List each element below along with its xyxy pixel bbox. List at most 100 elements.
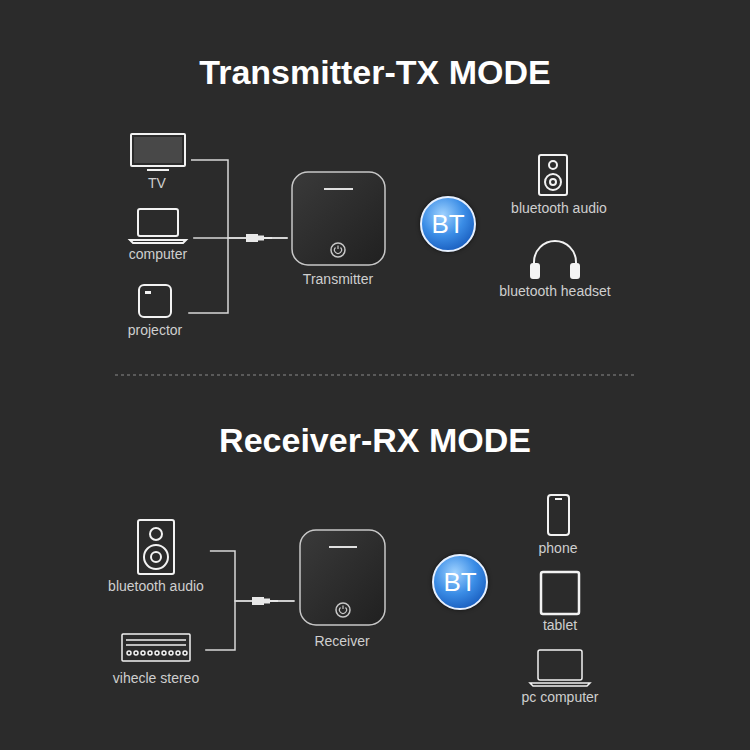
output-device: bluetooth audio xyxy=(507,153,611,217)
output-device: bluetooth audio xyxy=(104,518,208,595)
speaker-icon xyxy=(539,155,567,195)
car-stereo-icon-part xyxy=(176,651,180,655)
icon-area xyxy=(125,206,191,245)
device-label: pc computer xyxy=(521,689,598,705)
mode-heading: Receiver-RX MODE xyxy=(0,420,750,460)
speaker-icon-part xyxy=(150,528,162,540)
car-stereo-icon-part xyxy=(148,651,152,655)
speaker-icon xyxy=(138,520,174,574)
source-device: phone xyxy=(535,493,582,557)
icon-area xyxy=(125,131,189,174)
speaker-icon-part xyxy=(138,520,174,574)
phone-icon-part xyxy=(548,495,569,535)
device-label: bluetooth audio xyxy=(511,200,607,216)
bluetooth-badge: BT xyxy=(432,554,488,610)
source-device: tablet xyxy=(536,570,584,634)
audio-cable xyxy=(205,601,294,650)
source-device: TV xyxy=(125,131,189,192)
icon-area xyxy=(535,493,582,539)
jack-plug xyxy=(246,234,272,242)
icon-area xyxy=(295,528,390,632)
projector-icon xyxy=(139,285,171,317)
projector-icon-part xyxy=(145,291,151,294)
source-device: pc computer xyxy=(517,648,602,706)
mode-heading: Transmitter-TX MODE xyxy=(0,52,750,92)
headset-icon-part xyxy=(534,241,576,268)
laptop-icon-part xyxy=(130,240,186,243)
badge-text: BT xyxy=(443,556,476,608)
device-label: phone xyxy=(539,540,578,556)
jack-plug-part xyxy=(246,234,258,242)
badge-text: BT xyxy=(431,198,464,250)
icon-area xyxy=(536,570,584,616)
device-box-part xyxy=(331,243,345,257)
car-stereo-icon-part xyxy=(122,634,190,661)
receiver-device: Receiver xyxy=(295,528,390,650)
car-stereo-icon-part xyxy=(126,639,186,641)
icon-area xyxy=(109,631,203,669)
headset-icon xyxy=(531,241,579,278)
projector-icon-part xyxy=(139,285,171,317)
jack-plug xyxy=(252,597,278,605)
icon-area xyxy=(288,170,389,270)
car-stereo-icon-part xyxy=(169,651,173,655)
icon-area xyxy=(517,648,602,688)
source-device: computer xyxy=(125,206,191,263)
headset-icon-part xyxy=(571,264,579,278)
phone-icon-part xyxy=(555,498,562,500)
device-label: vihecle stereo xyxy=(113,670,199,686)
laptop-icon xyxy=(530,650,590,686)
headset-icon-part xyxy=(531,264,539,278)
laptop-icon xyxy=(130,209,186,243)
device-label: bluetooth audio xyxy=(108,578,204,594)
car-stereo-icon-part xyxy=(126,644,186,646)
device-label: tablet xyxy=(543,617,577,633)
device-box xyxy=(292,172,385,265)
icon-area xyxy=(495,246,614,282)
car-stereo-icon-part xyxy=(183,651,187,655)
transmitter-device: Transmitter xyxy=(288,170,389,288)
audio-cable xyxy=(191,160,288,238)
car-stereo-icon-part xyxy=(134,651,138,655)
speaker-icon-part xyxy=(539,155,567,195)
device-box xyxy=(300,530,385,625)
audio-cable xyxy=(210,551,295,601)
car-stereo-icon-part xyxy=(127,651,131,655)
tablet-icon-part xyxy=(541,572,579,614)
icon-area xyxy=(124,283,186,321)
icon-area xyxy=(507,153,611,199)
device-label: TV xyxy=(148,175,166,191)
phone-icon xyxy=(548,495,569,535)
speaker-icon-part xyxy=(144,545,168,569)
device-label: computer xyxy=(129,246,187,262)
bluetooth-badge: BT xyxy=(420,196,476,252)
audio-cable xyxy=(188,238,287,313)
device-box-part xyxy=(329,546,357,548)
jack-plug-part xyxy=(264,237,272,239)
output-device: bluetooth headset xyxy=(495,246,614,300)
icon-area xyxy=(104,518,208,577)
laptop-icon-part xyxy=(530,683,590,686)
device-box-part xyxy=(292,172,385,265)
tv-icon xyxy=(131,134,185,170)
speaker-icon-part xyxy=(151,552,161,562)
output-device: vihecle stereo xyxy=(109,631,203,687)
tv-icon-part xyxy=(134,137,182,163)
speaker-icon-part xyxy=(545,174,561,190)
speaker-icon-part xyxy=(549,161,557,169)
jack-plug-part xyxy=(252,597,264,605)
car-stereo-icon-part xyxy=(155,651,159,655)
tv-icon-part xyxy=(131,134,185,166)
jack-plug-part xyxy=(258,236,264,241)
source-device: projector xyxy=(124,283,186,339)
device-label: Transmitter xyxy=(303,271,373,287)
device-box-part xyxy=(300,530,385,625)
car-stereo-icon-part xyxy=(162,651,166,655)
car-stereo-icon xyxy=(122,634,190,661)
jack-plug-part xyxy=(270,600,278,602)
device-label: projector xyxy=(128,322,182,338)
device-label: bluetooth headset xyxy=(499,283,610,299)
device-label: Receiver xyxy=(314,633,369,649)
tablet-icon xyxy=(541,572,579,614)
